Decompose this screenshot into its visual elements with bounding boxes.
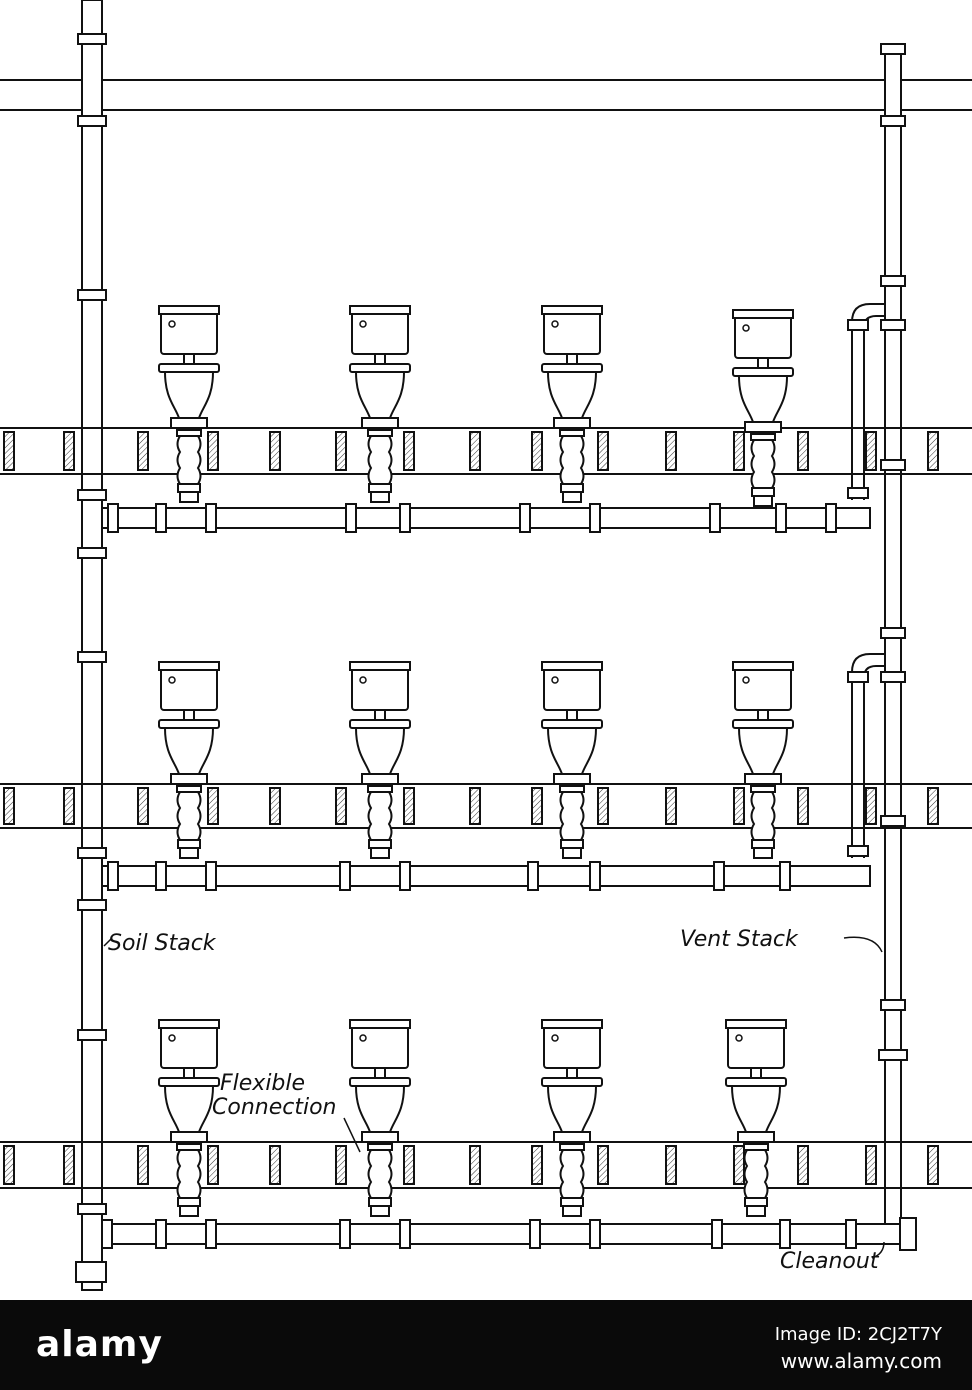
roof-lines [0,79,972,111]
cleanout-plug [899,1217,917,1251]
floor-slabs [0,427,972,1189]
toilet-fixture [725,1019,787,1217]
toilet-fixture [541,305,603,503]
floor-top-fixtures [158,305,794,507]
flexible-label-line2: Connection [212,1095,336,1120]
floor-slab-middle [0,783,972,829]
toilet-fixture [541,1019,603,1217]
soil-stack-label: Soil Stack [108,931,217,956]
toilet-fixture [349,305,411,503]
floor-slab-bottom [0,1141,972,1189]
toilet-fixture [349,1019,411,1217]
soil-stack [75,0,107,1291]
brand-logo: alamy [36,1324,163,1365]
brand-logo-text: alamy [36,1324,163,1365]
vent-stack-label: Vent Stack [680,927,799,952]
cleanout-label: Cleanout [780,1249,880,1274]
toilet-fixture [158,305,220,503]
plumbing-diagram: Soil Stack Vent Stack Flexible Connectio… [0,0,972,1291]
vent-stack [847,43,908,1225]
watermark-footer: alamy Image ID: 2CJ2T7Y www.alamy.com [0,1300,972,1390]
soil-branches [101,503,917,1251]
annotations: Soil Stack Vent Stack Flexible Connectio… [103,927,885,1274]
floor-slab-top [0,427,972,475]
flexible-label-line1: Flexible [220,1071,305,1096]
image-id: Image ID: 2CJ2T7Y [774,1324,942,1345]
toilet-fixture [732,309,794,507]
site-url: www.alamy.com [780,1349,942,1373]
toilet-fixture [158,1019,220,1217]
image-meta: Image ID: 2CJ2T7Y www.alamy.com [775,1322,942,1374]
